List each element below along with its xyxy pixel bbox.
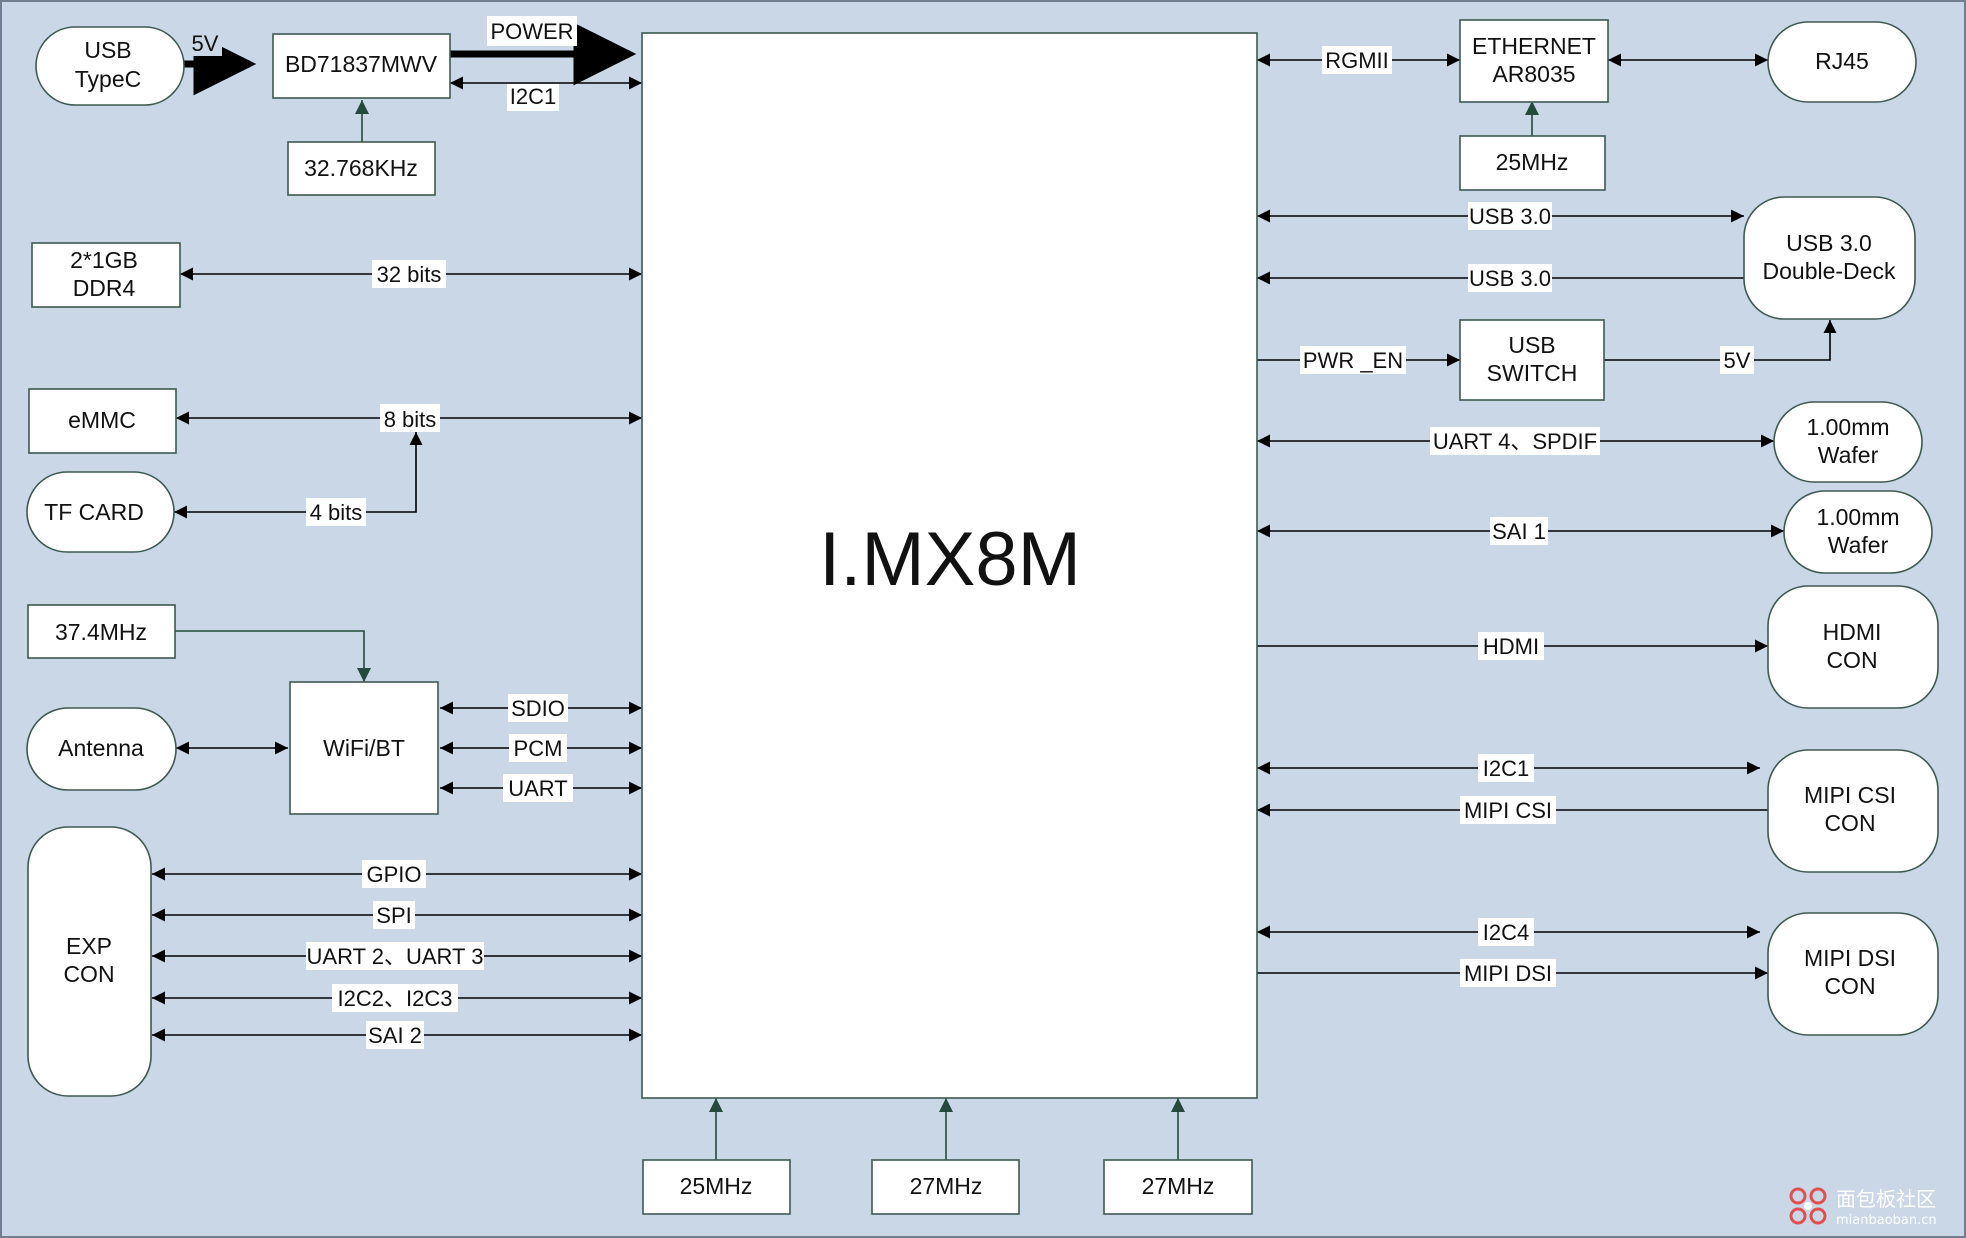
ddr-bus-label: 32 bits <box>377 262 442 287</box>
usb-typec-label-1: USB <box>84 37 131 63</box>
usb-switch-label-1: USB <box>1508 332 1555 358</box>
usb3-deck-label-1: USB 3.0 <box>1786 230 1872 256</box>
i2c1-pmic-label: I2C1 <box>510 84 556 109</box>
blocks: I.MX8M USB TypeC BD71837MWV 32.768KHz 2*… <box>26 19 1939 1215</box>
mipi-dsi-con-block <box>1767 912 1939 1036</box>
wifi-clock-line <box>175 630 371 682</box>
bottom-clock-2-block <box>871 1159 1020 1215</box>
link-labels: 5V POWER I2C1 32 bits 8 bits 4 bits SDIO… <box>188 16 1754 1049</box>
tf-card-label: TF CARD <box>44 499 144 525</box>
rgmii-label: RGMII <box>1325 48 1389 73</box>
bottom-clock-2-label: 27MHz <box>910 1173 983 1199</box>
uart4-spdif-label: UART 4、SPDIF <box>1433 429 1597 454</box>
switch-5v-label: 5V <box>1724 348 1751 373</box>
switch-5v-line <box>1604 320 1837 361</box>
exp-con-label-1: EXP <box>66 933 112 959</box>
mipi-csi-con-label-1: MIPI CSI <box>1804 782 1896 808</box>
ethernet-label-1: ETHERNET <box>1472 33 1596 59</box>
wafer1-label-2: Wafer <box>1818 442 1879 468</box>
wafer2-label-1: 1.00mm <box>1816 504 1899 530</box>
mipi-dsi-label: MIPI DSI <box>1464 961 1552 986</box>
bottom-clock-1-label: 25MHz <box>680 1173 753 1199</box>
tf-bus-label: 4 bits <box>310 500 363 525</box>
mipi-dsi-con-label-1: MIPI DSI <box>1804 945 1896 971</box>
uart-label: UART <box>508 776 568 801</box>
tf-bus-line <box>174 432 423 519</box>
mipi-dsi-con-label-2: CON <box>1824 973 1875 999</box>
sai1-label: SAI 1 <box>1492 519 1546 544</box>
eth-clock-block <box>1459 135 1606 191</box>
usb-switch-block <box>1459 319 1605 401</box>
antenna-label: Antenna <box>58 735 144 761</box>
emmc-bus-label: 8 bits <box>384 407 437 432</box>
usb-typec-block <box>35 26 185 106</box>
emmc-label: eMMC <box>68 407 136 433</box>
hdmi-label: HDMI <box>1483 634 1539 659</box>
pwr-en-label: PWR _EN <box>1303 348 1403 373</box>
ethernet-label-2: AR8035 <box>1492 61 1575 87</box>
antenna-block <box>26 707 177 791</box>
ddr-block <box>31 242 181 308</box>
hdmi-con-label-2: CON <box>1826 647 1877 673</box>
tf-card-block <box>26 471 175 553</box>
rj45-label: RJ45 <box>1815 48 1869 74</box>
mipi-csi-con-block <box>1767 749 1939 873</box>
usb3-deck-label-2: Double-Deck <box>1763 258 1896 284</box>
five-v-in-label: 5V <box>192 31 219 56</box>
watermark-cn: 面包板社区 <box>1836 1187 1936 1211</box>
wafer2-label-2: Wafer <box>1828 532 1889 558</box>
watermark-logo-icon <box>1789 1187 1827 1225</box>
mipi-csi-con-label-2: CON <box>1824 810 1875 836</box>
wifi-bt-label: WiFi/BT <box>323 735 405 761</box>
exp-con-block <box>27 826 152 1097</box>
emmc-block <box>28 388 177 454</box>
watermark: 面包板社区 mianbaoban.cn <box>1789 1187 1937 1228</box>
ddr-label-2: DDR4 <box>73 275 136 301</box>
hdmi-con-block <box>1767 585 1939 709</box>
wifi-clock-block <box>27 604 176 659</box>
bottom-clock-3-block <box>1103 1159 1253 1215</box>
ethernet-block <box>1459 19 1609 103</box>
sdio-label: SDIO <box>511 696 565 721</box>
pmic-label: BD71837MWV <box>285 51 438 77</box>
pmic-block <box>272 33 451 99</box>
wafer1-label-1: 1.00mm <box>1806 414 1889 440</box>
i2c1-csi-label: I2C1 <box>1483 756 1529 781</box>
exp-con-label-2: CON <box>63 961 114 987</box>
rtc-clock-label: 32.768KHz <box>304 155 418 181</box>
hdmi-con-label-1: HDMI <box>1823 619 1882 645</box>
mipi-csi-label: MIPI CSI <box>1464 798 1552 823</box>
usb30-a-label: USB 3.0 <box>1469 204 1551 229</box>
watermark-url: mianbaoban.cn <box>1836 1213 1937 1228</box>
ddr-label-1: 2*1GB <box>70 247 138 273</box>
wifi-clock-label: 37.4MHz <box>55 619 147 645</box>
spi-label: SPI <box>376 903 411 928</box>
rj45-block <box>1767 21 1917 103</box>
usb-typec-label-2: TypeC <box>75 66 141 92</box>
i2c4-label: I2C4 <box>1483 920 1529 945</box>
wafer2-block <box>1783 490 1933 574</box>
i2c23-label: I2C2、I2C3 <box>338 986 453 1011</box>
usb3-deck-block <box>1743 196 1916 320</box>
pcm-label: PCM <box>514 736 563 761</box>
power-label: POWER <box>490 19 573 44</box>
wifi-bt-block <box>289 681 439 815</box>
bottom-clock-1-block <box>642 1159 791 1215</box>
uart23-label: UART 2、UART 3 <box>307 944 484 969</box>
cpu-label: I.MX8M <box>819 517 1081 602</box>
eth-clock-label: 25MHz <box>1496 149 1569 175</box>
bottom-clock-3-label: 27MHz <box>1142 1173 1215 1199</box>
wafer1-block <box>1773 401 1923 483</box>
cpu-block <box>641 32 1258 1099</box>
gpio-label: GPIO <box>366 862 421 887</box>
sai2-label: SAI 2 <box>368 1023 422 1048</box>
rtc-clock-block <box>287 141 436 196</box>
usb30-b-label: USB 3.0 <box>1469 266 1551 291</box>
usb-switch-label-2: SWITCH <box>1487 360 1578 386</box>
